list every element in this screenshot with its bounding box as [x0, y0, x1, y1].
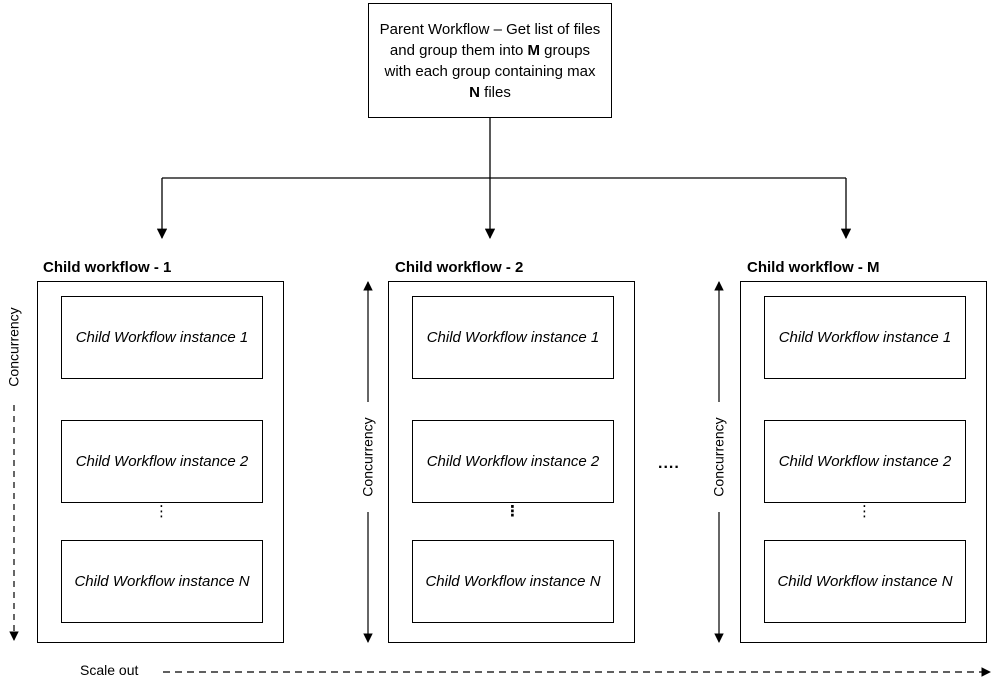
parent-workflow-text: Parent Workflow – Get list of files and … [379, 19, 601, 103]
group-m-vertical-ellipsis: ⋮ [857, 503, 872, 520]
group-2-instance-n: Child Workflow instance N [412, 540, 614, 623]
group-1-instance-n: Child Workflow instance N [61, 540, 263, 623]
child-workflow-group-1: Child Workflow instance 1 Child Workflow… [37, 281, 284, 643]
group-2-instance-2: Child Workflow instance 2 [412, 420, 614, 503]
group-2-title: Child workflow - 2 [395, 259, 524, 276]
group-1-instance-2: Child Workflow instance 2 [61, 420, 263, 503]
parent-text-part-2: groups with each group containing max [384, 41, 596, 80]
parent-m-bold: M [527, 41, 541, 59]
group-1-title: Child workflow - 1 [43, 259, 172, 276]
group-2-instance-1: Child Workflow instance 1 [412, 296, 614, 379]
group-2-concurrency-label: Concurrency [359, 414, 376, 500]
group-m-title: Child workflow - M [747, 259, 880, 276]
parent-text-part-3: files [480, 83, 511, 101]
group-m-instance-2: Child Workflow instance 2 [764, 420, 966, 503]
group-1-concurrency-label: Concurrency [5, 304, 22, 390]
group-1-instance-1: Child Workflow instance 1 [61, 296, 263, 379]
child-workflow-group-m: Child Workflow instance 1 Child Workflow… [740, 281, 987, 643]
parent-workflow-box: Parent Workflow – Get list of files and … [368, 3, 612, 118]
group-m-instance-n: Child Workflow instance N [764, 540, 966, 623]
scale-out-label: Scale out [80, 662, 139, 678]
group-m-concurrency-label: Concurrency [710, 414, 727, 500]
group-m-instance-1: Child Workflow instance 1 [764, 296, 966, 379]
parent-n-bold: N [469, 83, 480, 101]
group-2-vertical-ellipsis: ⋮ [505, 503, 520, 520]
more-groups-ellipsis: .... [658, 455, 680, 472]
group-1-vertical-ellipsis: ⋮ [154, 503, 169, 520]
parent-text-part-1: Parent Workflow – Get list of files and … [379, 20, 601, 59]
child-workflow-group-2: Child Workflow instance 1 Child Workflow… [388, 281, 635, 643]
